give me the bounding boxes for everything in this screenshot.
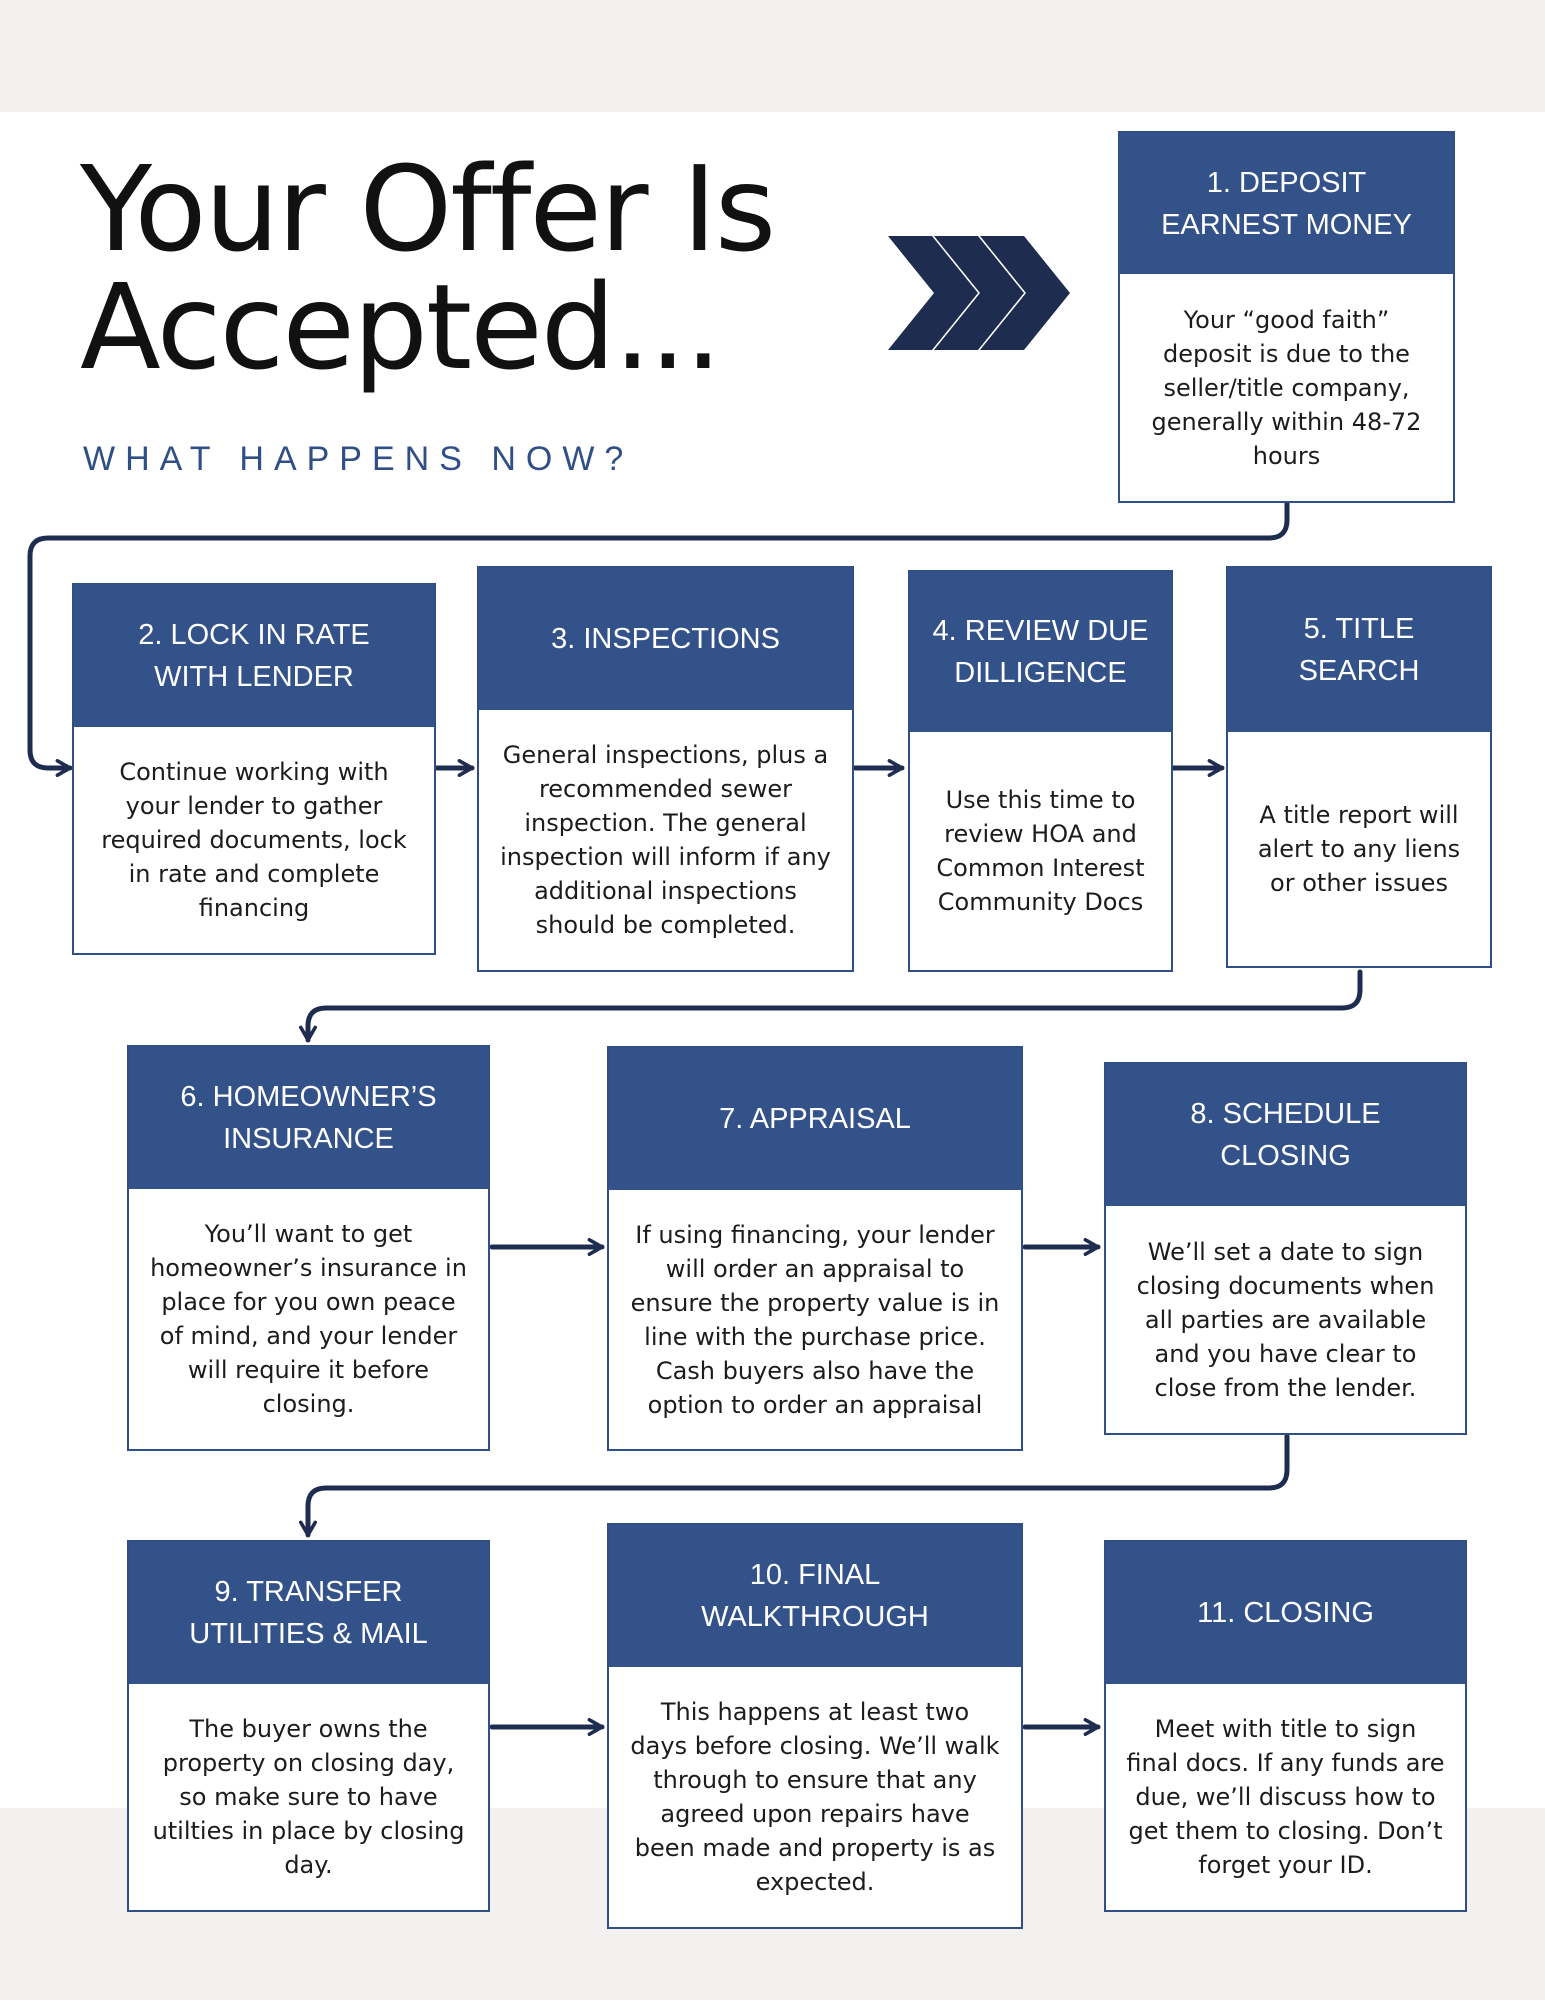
step-10-title: 10. FINAL WALKTHROUGH (609, 1525, 1021, 1667)
page-subtitle: WHAT HAPPENS NOW? (83, 440, 634, 478)
connector-8-9 (299, 1433, 1290, 1538)
step-1-description: Your “good faith” deposit is due to the … (1151, 305, 1422, 470)
step-2-title: 2. LOCK IN RATE WITH LENDER (74, 585, 434, 727)
step-3-title: 3. INSPECTIONS (479, 568, 852, 710)
step-6-card: 6. HOMEOWNER’S INSURANCE You’ll want to … (127, 1045, 490, 1451)
step-3-card: 3. INSPECTIONS General inspections, plus… (477, 566, 854, 972)
step-8-title: 8. SCHEDULE CLOSING (1106, 1064, 1465, 1206)
step-11-card: 11. CLOSING Meet with title to sign fina… (1104, 1540, 1467, 1912)
step-1-title: 1. DEPOSIT EARNEST MONEY (1120, 133, 1453, 274)
step-3-description: General inspections, plus a recommended … (500, 741, 831, 939)
step-6-title: 6. HOMEOWNER’S INSURANCE (129, 1047, 488, 1189)
step-4-title: 4. REVIEW DUE DILLIGENCE (910, 572, 1171, 732)
step-4-description: Use this time to review HOA and Common I… (936, 786, 1145, 916)
step-5-description: A title report will alert to any liens o… (1257, 801, 1461, 897)
step-7-title: 7. APPRAISAL (609, 1048, 1021, 1190)
step-9-title: 9. TRANSFER UTILITIES & MAIL (129, 1542, 488, 1684)
top-band (0, 0, 1545, 112)
connector-5-6 (299, 969, 1363, 1043)
step-11-description: Meet with title to sign final docs. If a… (1126, 1715, 1445, 1879)
step-11-title: 11. CLOSING (1106, 1542, 1465, 1684)
page-title: Your Offer Is Accepted... (80, 140, 776, 396)
step-8-card: 8. SCHEDULE CLOSING We’ll set a date to … (1104, 1062, 1467, 1435)
step-2-description: Continue working with your lender to gat… (101, 758, 407, 922)
triple-chevron-right-icon (888, 236, 1070, 350)
step-10-card: 10. FINAL WALKTHROUGH This happens at le… (607, 1523, 1023, 1929)
step-7-card: 7. APPRAISAL If using financing, your le… (607, 1046, 1023, 1451)
step-7-description: If using financing, your lender will ord… (630, 1220, 1000, 1419)
step-5-card: 5. TITLE SEARCH A title report will aler… (1226, 566, 1492, 968)
connector-1-2 (27, 499, 1290, 777)
page-title-line1: Your Offer Is (80, 140, 776, 278)
step-6-description: You’ll want to get homeowner’s insurance… (150, 1220, 467, 1418)
step-1-card: 1. DEPOSIT EARNEST MONEY Your “good fait… (1118, 131, 1455, 503)
step-8-description: We’ll set a date to sign closing documen… (1136, 1237, 1435, 1402)
step-9-card: 9. TRANSFER UTILITIES & MAIL The buyer o… (127, 1540, 490, 1912)
step-4-card: 4. REVIEW DUE DILLIGENCE Use this time t… (908, 570, 1173, 972)
step-9-description: The buyer owns the property on closing d… (152, 1715, 465, 1879)
step-10-description: This happens at least two days before cl… (630, 1698, 1000, 1896)
page-title-line2: Accepted... (80, 258, 722, 396)
step-2-card: 2. LOCK IN RATE WITH LENDER Continue wor… (72, 583, 436, 955)
step-5-title: 5. TITLE SEARCH (1228, 568, 1490, 732)
